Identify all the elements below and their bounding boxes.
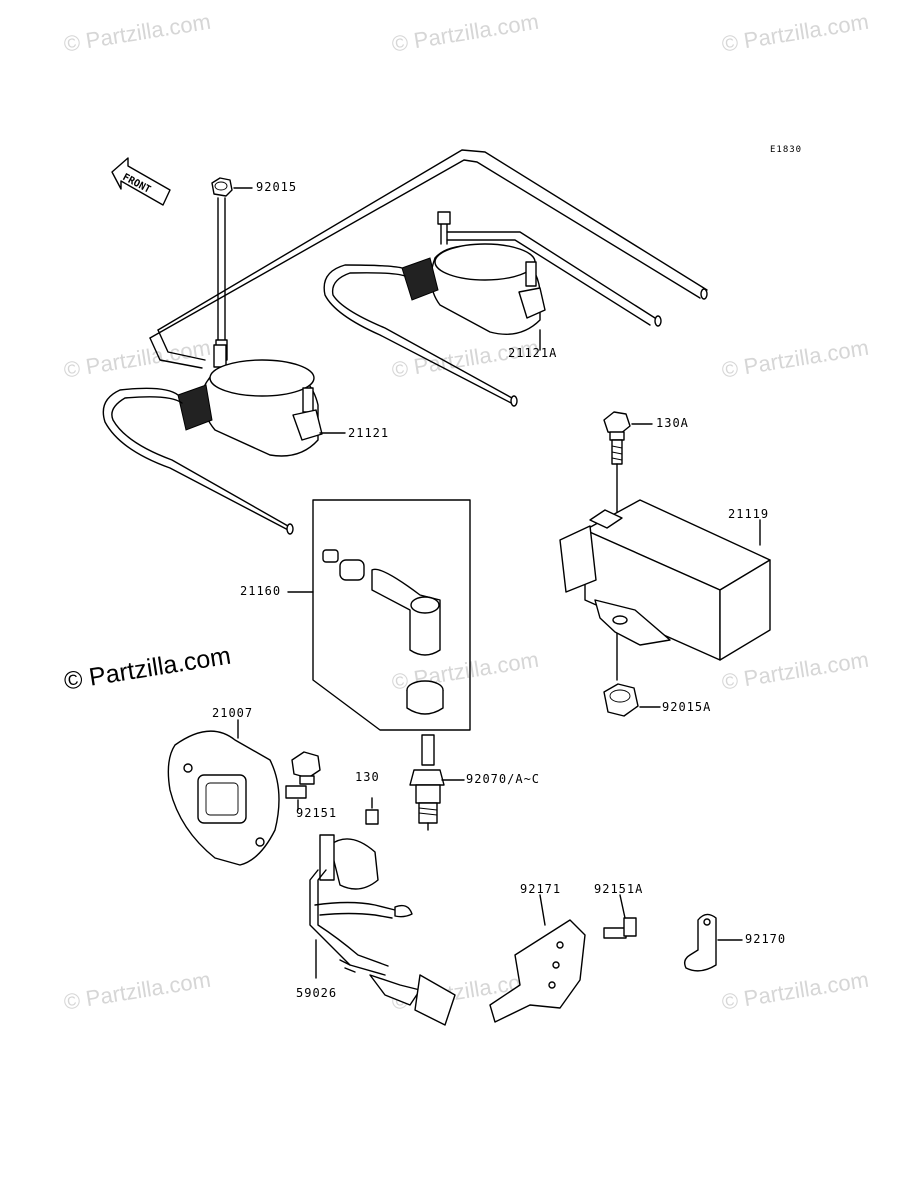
- part-label-21160: 21160: [240, 584, 282, 598]
- part-label-21119: 21119: [728, 507, 770, 521]
- part-label-21007: 21007: [212, 706, 254, 720]
- frame-tube: [149, 149, 708, 369]
- bolt-130A: [603, 411, 631, 681]
- part-label-92171: 92171: [520, 882, 562, 896]
- part-label-92015A: 92015A: [662, 700, 712, 714]
- nut-92015A: [603, 683, 639, 717]
- part-label-92170: 92170: [745, 932, 787, 946]
- clamp-92170: [683, 913, 717, 972]
- spark-plug-92070: [409, 734, 445, 831]
- part-label-59026: 59026: [296, 986, 338, 1000]
- part-label-130A: 130A: [656, 416, 689, 430]
- ignition-coil-21121A: [323, 211, 662, 407]
- bolt-92151A: [603, 917, 637, 939]
- part-label-92151A: 92151A: [594, 882, 644, 896]
- rotor-plate-21007: [167, 730, 280, 866]
- diagram-code: E1830: [770, 145, 803, 155]
- cap-kit-21160: [312, 499, 471, 731]
- ignition-coil-21121: [102, 344, 323, 535]
- igniter-unit-21119: [559, 499, 771, 661]
- nut-92015: [211, 177, 233, 361]
- bracket-92171: [489, 919, 586, 1023]
- pickup-coil-59026: [309, 834, 456, 1026]
- bolt-92151: [285, 751, 321, 799]
- part-label-92070: 92070/A~C: [466, 772, 541, 786]
- screw-130: [365, 809, 379, 825]
- front-arrow-icon: FRONT: [111, 157, 171, 206]
- leader-lines: [233, 187, 761, 979]
- part-label-21121: 21121: [348, 426, 390, 440]
- part-label-92151: 92151: [296, 806, 338, 820]
- part-label-21121A: 21121A: [508, 346, 558, 360]
- part-label-130: 130: [355, 770, 380, 784]
- part-label-92015: 92015: [256, 180, 298, 194]
